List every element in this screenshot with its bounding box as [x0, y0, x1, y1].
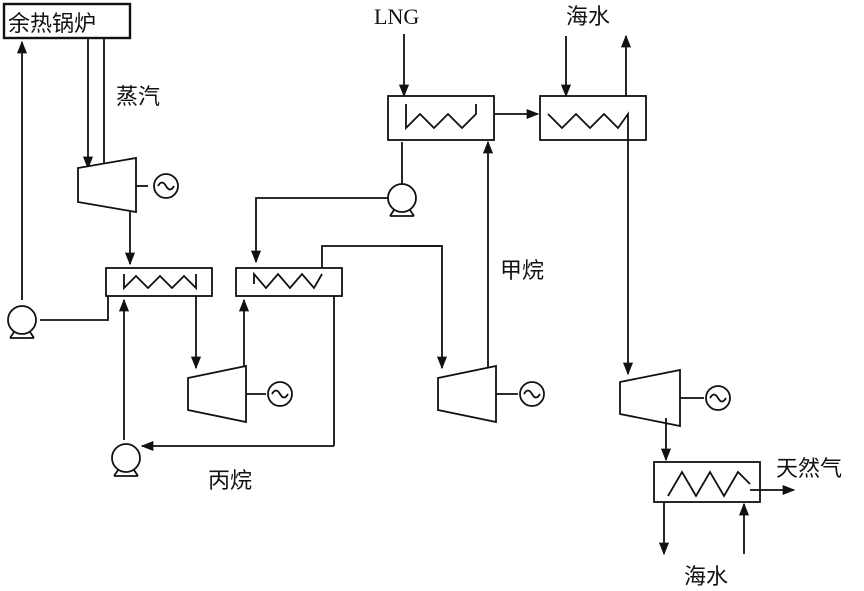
propane-turbine — [187, 298, 293, 424]
heat-exchanger-2 — [235, 267, 343, 297]
generator-icon — [705, 385, 731, 411]
pump-icon — [111, 443, 141, 477]
gas-turbine — [619, 368, 731, 462]
lng-heat-exchanger — [387, 95, 495, 141]
pump-icon — [387, 183, 417, 217]
propane-lines — [140, 296, 335, 452]
generator-icon — [153, 173, 179, 199]
pump-icon — [7, 305, 37, 339]
steam-lines — [82, 38, 105, 170]
heat-exchanger-1 — [105, 267, 213, 297]
seawater-heat-exchanger — [539, 95, 647, 141]
lng-label: LNG — [374, 4, 419, 29]
steam-turbine — [77, 156, 179, 266]
waste-heat-boiler: 余热锅炉 — [2, 2, 132, 40]
propane-label: 丙烷 — [208, 469, 252, 494]
seawater-bottom-label: 海水 — [684, 565, 728, 590]
boiler-return-line — [16, 40, 109, 321]
natural-gas-label: 天然气 — [776, 457, 842, 482]
methane-label: 甲烷 — [500, 259, 544, 284]
steam-label: 蒸汽 — [116, 85, 160, 110]
boiler-label: 余热锅炉 — [8, 12, 96, 37]
methane-lines — [250, 140, 494, 370]
methane-turbine — [437, 364, 545, 424]
final-heat-exchanger — [653, 461, 761, 503]
propane-line-a — [118, 296, 202, 440]
generator-icon — [267, 381, 293, 407]
seawater-top-label: 海水 — [566, 5, 610, 30]
generator-icon — [519, 381, 545, 407]
